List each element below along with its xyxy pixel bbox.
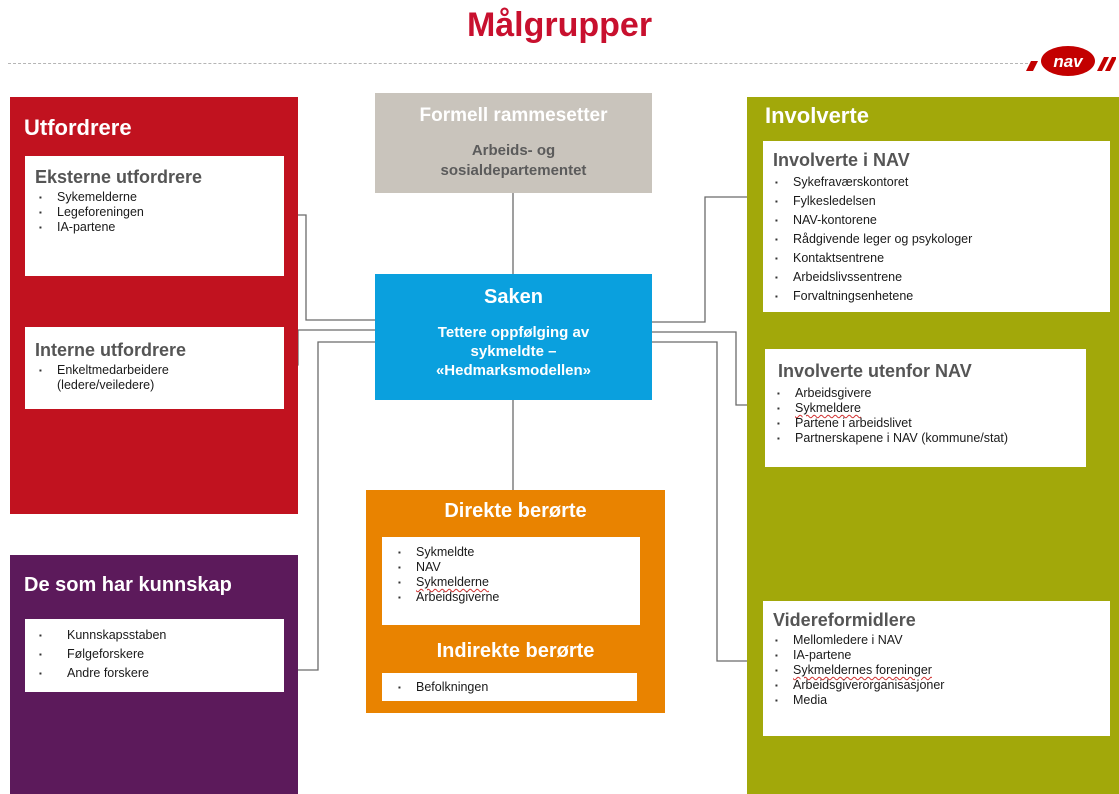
list-item: Fylkesledelsen	[773, 192, 1110, 211]
list-item: Arbeidsgiverorganisasjoner	[773, 678, 1110, 693]
list-item: Kunnskapsstaben	[37, 626, 284, 645]
knowledge-title: De som har kunnskap	[24, 574, 232, 596]
connector-mediators	[652, 341, 747, 662]
list-item: Arbeidslivssentrene	[773, 268, 1110, 287]
list-item: Sykmeldere	[775, 401, 1086, 416]
indirect-affected-title: Indirekte berørte	[436, 640, 595, 662]
framework-subtitle: Arbeids- og sosialdepartementet	[440, 142, 587, 179]
indirect-affected-list: Befolkningen	[396, 678, 637, 697]
list-item: NAV-kontorene	[773, 211, 1110, 230]
list-item: Sykmelderne	[396, 575, 640, 590]
direct-affected-title: Direkte berørte	[444, 500, 587, 522]
direct-affected-box: Sykmeldte NAV Sykmelderne Arbeidsgiverne	[382, 537, 640, 625]
involved-outside-nav-box: Involverte utenfor NAV Arbeidsgivere Syk…	[765, 349, 1086, 467]
case-subtitle: Tettere oppfølging av sykmeldte – «Hedma…	[435, 324, 592, 379]
involved-in-nav-heading: Involverte i NAV	[773, 150, 910, 170]
list-item: Partene i arbeidslivet	[775, 416, 1086, 431]
external-challengers-list: Sykemelderne Legeforeningen IA-partene	[37, 190, 284, 235]
list-item: Enkeltmedarbeidere (ledere/veiledere)	[37, 363, 284, 393]
mediators-heading: Videreformidlere	[773, 610, 916, 630]
framework-title: Formell rammesetter	[419, 105, 608, 126]
involved-in-nav-box: Involverte i NAV Sykefraværskontoret Fyl…	[763, 141, 1110, 312]
internal-challengers-box: Interne utfordrere Enkeltmedarbeidere (l…	[25, 327, 284, 409]
mediators-list: Mellomledere i NAV IA-partene Sykmeldern…	[773, 633, 1110, 708]
connector-nav	[652, 196, 747, 323]
list-item: Befolkningen	[396, 678, 637, 697]
list-item: Mellomledere i NAV	[773, 633, 1110, 648]
involved-outside-nav-heading: Involverte utenfor NAV	[778, 361, 972, 381]
list-item: IA-partene	[773, 648, 1110, 663]
framework-panel: Formell rammesetter Arbeids- og sosialde…	[375, 93, 652, 193]
list-item: Sykmeldernes foreninger	[773, 663, 1110, 678]
knowledge-list: Kunnskapsstaben Følgeforskere Andre fors…	[37, 626, 284, 683]
indirect-affected-box: Befolkningen	[382, 673, 637, 701]
list-item: Sykemelderne	[37, 190, 284, 205]
direct-affected-list: Sykmeldte NAV Sykmelderne Arbeidsgiverne	[396, 545, 640, 605]
involved-outside-nav-list: Arbeidsgivere Sykmeldere Partene i arbei…	[775, 386, 1086, 446]
case-panel: Saken Tettere oppfølging av sykmeldte – …	[375, 274, 652, 400]
list-item: Legeforeningen	[37, 205, 284, 220]
list-item: Andre forskere	[37, 664, 284, 683]
list-item: NAV	[396, 560, 640, 575]
external-challengers-box: Eksterne utfordrere Sykemelderne Legefor…	[25, 156, 284, 276]
list-item: Media	[773, 693, 1110, 708]
list-item: Partnerskapene i NAV (kommune/stat)	[775, 431, 1086, 446]
list-item: Følgeforskere	[37, 645, 284, 664]
list-item: Forvaltningsenhetene	[773, 287, 1110, 306]
mediators-box: Videreformidlere Mellomledere i NAV IA-p…	[763, 601, 1110, 736]
knowledge-box: Kunnskapsstaben Følgeforskere Andre fors…	[25, 619, 284, 692]
involved-title: Involverte	[765, 103, 869, 128]
list-item: Sykmeldte	[396, 545, 640, 560]
list-item: Kontaktsentrene	[773, 249, 1110, 268]
involved-in-nav-list: Sykefraværskontoret Fylkesledelsen NAV-k…	[773, 173, 1110, 306]
list-item: Arbeidsgivere	[775, 386, 1086, 401]
svg-text:nav: nav	[1053, 52, 1084, 71]
challengers-title: Utfordrere	[24, 115, 132, 140]
list-item: Arbeidsgiverne	[396, 590, 640, 605]
page-title: Målgrupper	[466, 6, 653, 44]
internal-challengers-heading: Interne utfordrere	[35, 340, 187, 360]
list-item: Rådgivende leger og psykologer	[773, 230, 1110, 249]
title-divider	[8, 63, 1028, 64]
nav-logo: nav	[1026, 46, 1116, 76]
list-item: IA-partene	[37, 220, 284, 235]
list-item: Sykefraværskontoret	[773, 173, 1110, 192]
external-challengers-heading: Eksterne utfordrere	[35, 167, 203, 187]
internal-challengers-list: Enkeltmedarbeidere (ledere/veiledere)	[37, 363, 284, 393]
case-title: Saken	[484, 286, 543, 308]
